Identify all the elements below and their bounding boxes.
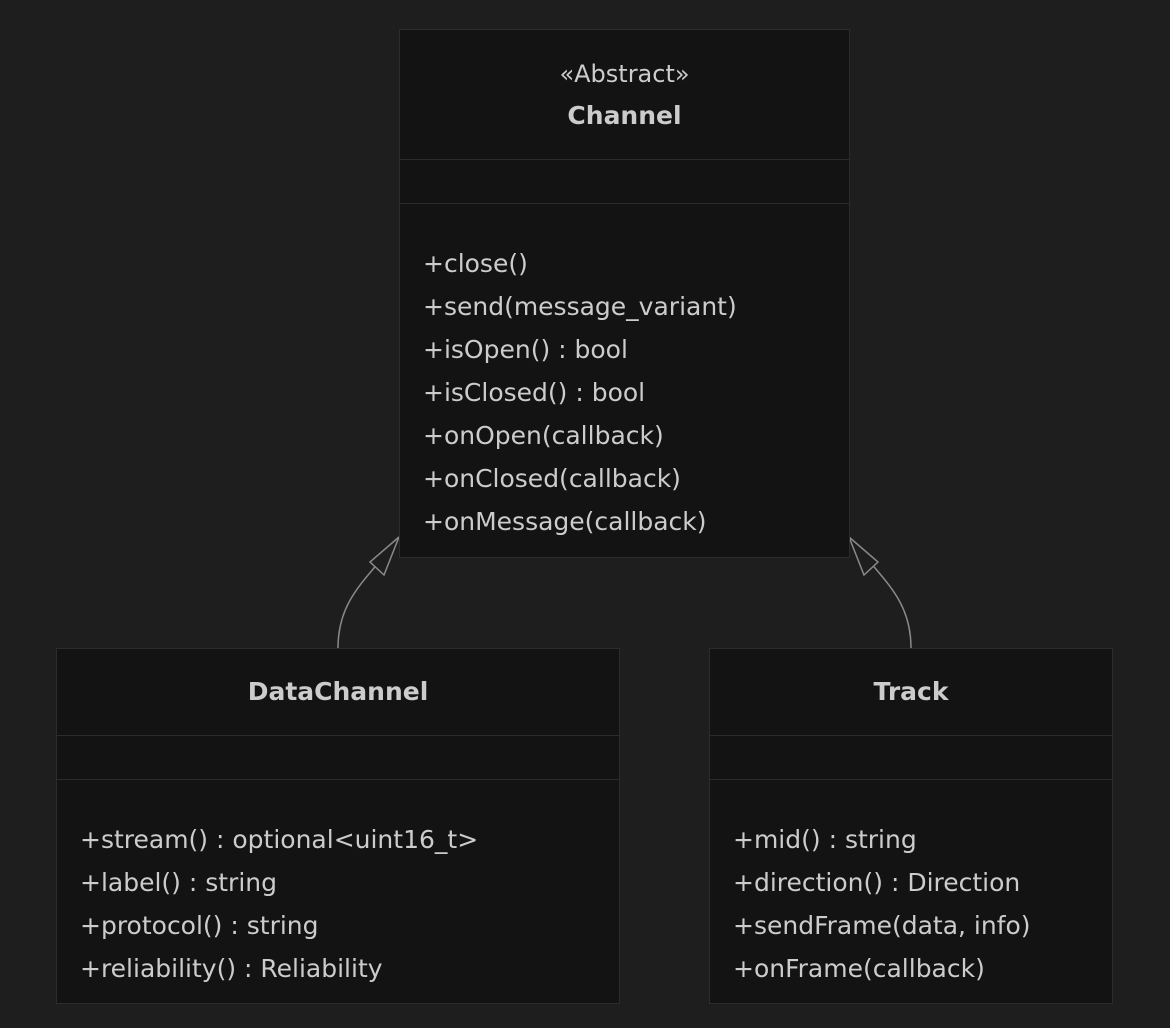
class-header: DataChannel — [57, 649, 619, 736]
method: +onMessage(callback) — [423, 507, 707, 536]
method: +sendFrame(data, info) — [733, 911, 1031, 940]
class-header: Track — [710, 649, 1112, 736]
class-attributes — [400, 160, 849, 204]
class-attributes — [57, 736, 619, 780]
method: +close() — [423, 249, 528, 278]
method: +onOpen(callback) — [423, 421, 664, 450]
method: +onClosed(callback) — [423, 464, 681, 493]
method: +stream() : optional<uint16_t> — [80, 825, 479, 854]
class-stereotype: «Abstract» — [559, 59, 690, 88]
class-attributes — [710, 736, 1112, 780]
inheritance-arrowhead-icon — [368, 536, 400, 577]
class-methods: +mid() : string +direction() : Direction… — [710, 780, 1112, 990]
method: +label() : string — [80, 868, 277, 897]
method: +isClosed() : bool — [423, 378, 646, 407]
class-name: Channel — [567, 100, 682, 130]
class-methods: +close() +send(message_variant) +isOpen(… — [400, 204, 849, 543]
method: +mid() : string — [733, 825, 917, 854]
class-name: Track — [873, 677, 949, 706]
method: +isOpen() : bool — [423, 335, 628, 364]
class-name: DataChannel — [247, 677, 429, 706]
inheritance-arrowhead-icon — [848, 536, 880, 577]
class-methods: +stream() : optional<uint16_t> +label() … — [57, 780, 619, 990]
method: +onFrame(callback) — [733, 954, 985, 983]
method: +reliability() : Reliability — [80, 954, 383, 983]
class-header: «Abstract» Channel — [400, 30, 849, 160]
class-track[interactable]: Track +mid() : string +direction() : Dir… — [709, 648, 1113, 1004]
class-datachannel[interactable]: DataChannel +stream() : optional<uint16_… — [56, 648, 620, 1004]
class-channel[interactable]: «Abstract» Channel +close() +send(messag… — [399, 29, 850, 558]
method: +protocol() : string — [80, 911, 319, 940]
method: +send(message_variant) — [423, 292, 737, 321]
method: +direction() : Direction — [733, 868, 1021, 897]
